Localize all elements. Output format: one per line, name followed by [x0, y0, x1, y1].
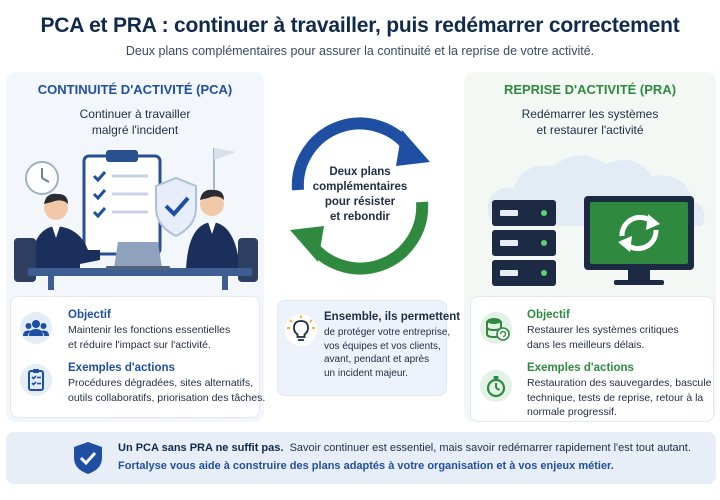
pca-examples-title: Exemples d'actions — [68, 362, 175, 374]
pca-objective-text: Maintenir les fonctions essentielles et … — [68, 323, 230, 352]
cycle-caption-line: Deux plans — [329, 166, 391, 178]
lightbulb-icon — [285, 314, 317, 346]
together-line: un incident majeur. — [324, 367, 408, 379]
together-text: de protéger votre entreprise, vos équipe… — [324, 326, 450, 380]
page-title: PCA et PRA : continuer à travailler, pui… — [40, 14, 680, 37]
banner-text: Savoir continuer est essentiel, mais sav… — [289, 442, 691, 454]
pra-subtitle: Redémarrer les systèmes et restaurer l'a… — [500, 106, 680, 138]
pca-examples-line: outils collaboratifs, priorisation des t… — [68, 391, 266, 404]
banner-cta: Fortalyse vous aide à construire des pla… — [118, 460, 614, 472]
cycle-caption: Deux plans complémentaires pour résister… — [300, 165, 420, 225]
pra-examples-line: Restauration des sauvegardes, bascule — [527, 377, 712, 389]
pca-examples-text: Procédures dégradées, sites alternatifs,… — [68, 376, 265, 405]
together-line: de protéger votre entreprise, — [324, 327, 451, 338]
cycle-caption-line: et rebondir — [329, 211, 391, 223]
team-icon — [20, 312, 52, 344]
pra-subtitle-line: et restaurer l'activité — [536, 123, 644, 137]
pca-objective-line: et réduire l'impact sur l'activité. — [68, 338, 211, 351]
stopwatch-icon — [480, 370, 512, 402]
pca-title: CONTINUITÉ D'ACTIVITÉ (PCA) — [37, 82, 233, 97]
pca-objective-title: Objectif — [68, 309, 111, 321]
pra-objective-line: dans les meilleurs délais. — [527, 338, 645, 351]
together-title: Ensemble, ils permettent — [324, 311, 461, 323]
cycle-arrows-icon — [290, 117, 430, 275]
pra-details-card — [470, 296, 714, 422]
shield-check-icon — [70, 440, 106, 481]
pra-objective-title: Objectif — [527, 309, 570, 321]
database-restore-icon — [480, 312, 512, 344]
cycle-caption-line: pour résister — [324, 196, 396, 208]
pca-subtitle-line: malgré l'incident — [91, 123, 179, 137]
pca-subtitle-line: Continuer à travailler — [79, 107, 191, 121]
pra-objective-line: Restaurer les systèmes critiques — [527, 324, 679, 336]
bottom-banner — [6, 432, 716, 484]
pra-examples-line: normale progressif. — [527, 406, 617, 418]
team-meeting-illustration — [14, 148, 258, 290]
pra-examples-line: technique, tests de reprise, retour à la — [527, 391, 704, 404]
pra-subtitle-line: Redémarrer les systèmes — [521, 107, 659, 121]
pca-examples-line: Procédures dégradées, sites alternatifs, — [68, 377, 254, 389]
pra-examples-title: Exemples d'actions — [527, 362, 634, 374]
together-line: vos équipes et vos clients, — [324, 340, 441, 352]
pca-details-card — [10, 296, 260, 418]
pca-subtitle: Continuer à travailler malgré l'incident — [50, 106, 220, 138]
pra-title: REPRISE D'ACTIVITÉ (PRA) — [503, 82, 677, 97]
cycle-caption-line: complémentaires — [312, 181, 408, 193]
pra-objective-text: Restaurer les systèmes critiques dans le… — [527, 323, 679, 352]
checklist-icon — [20, 364, 52, 396]
page-subtitle: Deux plans complémentaires pour assurer … — [125, 44, 595, 58]
banner-bold: Un PCA sans PRA ne suffit pas. — [118, 442, 284, 454]
server-restore-illustration — [487, 155, 705, 286]
pca-objective-line: Maintenir les fonctions essentielles — [68, 324, 231, 336]
together-line: avant, pendant et après — [324, 354, 430, 365]
pra-examples-text: Restauration des sauvegardes, bascule te… — [527, 376, 711, 420]
banner-message: Un PCA sans PRA ne suffit pas. Savoir co… — [118, 442, 708, 454]
